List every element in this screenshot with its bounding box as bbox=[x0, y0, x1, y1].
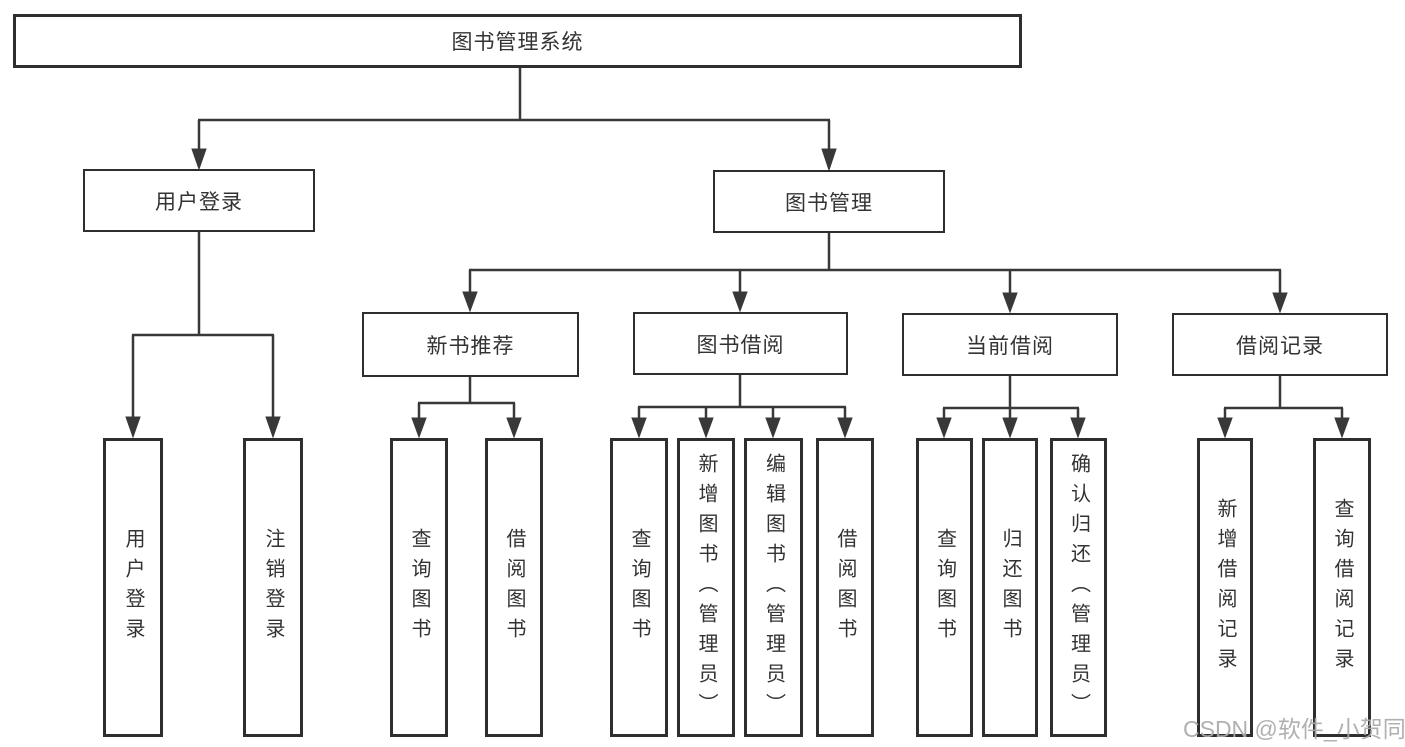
leaf-br-add-record: 新增借阅记录 bbox=[1197, 438, 1253, 737]
leaf-nb-query-books-label: 查询图书 bbox=[408, 527, 430, 648]
leaf-nb-borrow-books: 借阅图书 bbox=[485, 438, 543, 737]
node-current-borrow: 当前借阅 bbox=[902, 313, 1118, 376]
csdn-watermark: CSDN @软件_小贺同学 bbox=[1183, 716, 1405, 742]
node-book-management: 图书管理 bbox=[713, 170, 945, 233]
node-user-login: 用户登录 bbox=[83, 169, 315, 232]
leaf-cb-query-books: 查询图书 bbox=[916, 438, 973, 737]
node-user-login-label: 用户登录 bbox=[155, 190, 243, 214]
leaf-bb-query-books: 查询图书 bbox=[610, 438, 668, 737]
leaf-bb-query-books-label: 查询图书 bbox=[628, 527, 650, 648]
leaf-nb-borrow-books-label: 借阅图书 bbox=[503, 527, 525, 648]
node-borrow-records-label: 借阅记录 bbox=[1236, 334, 1324, 358]
leaf-bb-borrow-books-label: 借阅图书 bbox=[834, 527, 856, 648]
node-book-management-label: 图书管理 bbox=[785, 191, 873, 215]
node-book-borrow-label: 图书借阅 bbox=[696, 333, 785, 357]
node-root-label: 图书管理系统 bbox=[451, 31, 584, 54]
leaf-logout-label: 注销登录 bbox=[262, 527, 284, 648]
leaf-br-query-record-label: 查询借阅记录 bbox=[1331, 497, 1353, 678]
node-new-book-recommend: 新书推荐 bbox=[362, 312, 579, 377]
leaf-cb-confirm-return-admin-label: 确认归还（管理员） bbox=[1067, 452, 1090, 723]
leaf-user-login-label: 用户登录 bbox=[122, 527, 144, 648]
leaf-bb-add-books-admin: 新增图书（管理员） bbox=[677, 438, 735, 737]
leaf-cb-return-books-label: 归还图书 bbox=[999, 527, 1021, 648]
leaf-br-add-record-label: 新增借阅记录 bbox=[1214, 497, 1236, 678]
node-book-borrow: 图书借阅 bbox=[633, 312, 848, 375]
node-root: 图书管理系统 bbox=[13, 14, 1022, 68]
node-current-borrow-label: 当前借阅 bbox=[966, 334, 1054, 358]
node-new-book-recommend-label: 新书推荐 bbox=[426, 334, 515, 358]
leaf-bb-add-books-admin-label: 新增图书（管理员） bbox=[695, 452, 717, 723]
leaf-bb-borrow-books: 借阅图书 bbox=[816, 438, 874, 737]
leaf-nb-query-books: 查询图书 bbox=[390, 438, 448, 737]
leaf-cb-return-books: 归还图书 bbox=[982, 438, 1038, 737]
leaf-bb-edit-books-admin-label: 编辑图书（管理员） bbox=[762, 452, 785, 723]
node-borrow-records: 借阅记录 bbox=[1172, 313, 1388, 376]
leaf-cb-query-books-label: 查询图书 bbox=[933, 527, 956, 648]
leaf-logout: 注销登录 bbox=[243, 438, 303, 737]
leaf-cb-confirm-return-admin: 确认归还（管理员） bbox=[1050, 438, 1107, 737]
leaf-user-login: 用户登录 bbox=[103, 438, 163, 737]
leaf-bb-edit-books-admin: 编辑图书（管理员） bbox=[744, 438, 803, 737]
leaf-br-query-record: 查询借阅记录 bbox=[1313, 438, 1371, 737]
